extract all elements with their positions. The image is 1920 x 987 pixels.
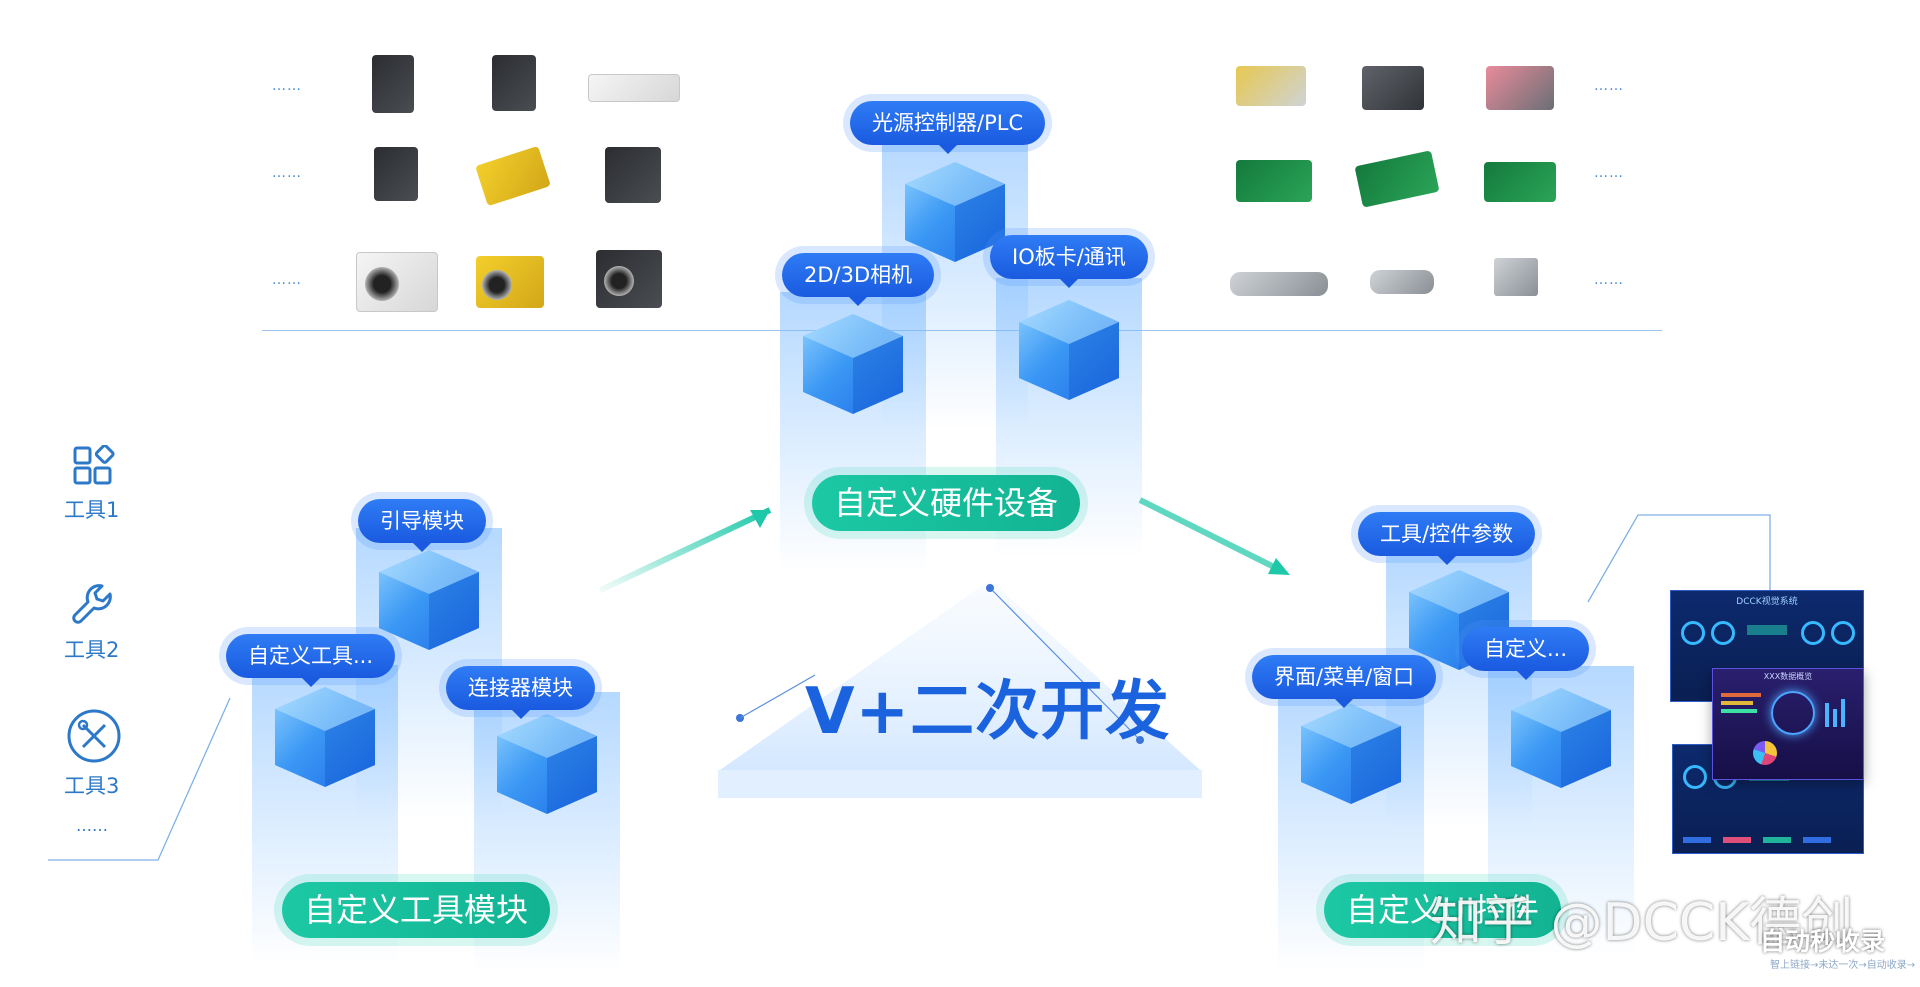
hardware-group-label: 自定义硬件设备 [812, 475, 1081, 531]
io-module-device [1236, 66, 1306, 106]
hardware-left-label: 2D/3D相机 [782, 253, 935, 306]
industrial-camera-device [596, 250, 662, 308]
tool-1-label[interactable]: 工具1 [64, 498, 120, 522]
dashboard-title: DCCK视觉系统 [1736, 597, 1798, 607]
zhihu-watermark: 知乎 @DCCK德创 [1430, 893, 1854, 953]
brand-slogan: 智上链接→未达一次→自动收录→ [1770, 960, 1916, 971]
ui-group-label: 自定义UI控件 [1324, 882, 1561, 938]
light-controller-device [588, 74, 680, 102]
camera-device [372, 55, 414, 113]
triangle-edge-line [989, 587, 1141, 741]
platform-triangle [720, 580, 1200, 770]
arrow-to-ui [1138, 497, 1290, 575]
tools-left-label: 自定义工具... [226, 634, 396, 687]
industrial-camera-device [476, 256, 544, 308]
hardware-right-label: IO板卡/通讯 [990, 235, 1148, 288]
more-dots: …… [272, 165, 302, 181]
io-card-device [1484, 162, 1556, 202]
io-card-device [1236, 160, 1312, 202]
serial-port-device [1230, 272, 1328, 296]
plc-device [1486, 66, 1554, 110]
brand-watermark: 自动秒收录 [1760, 927, 1886, 956]
more-dots: …… [1594, 165, 1624, 181]
dashboard-connector-line [1587, 514, 1771, 603]
grid-apps-icon[interactable] [72, 445, 118, 487]
platform-base [718, 770, 1202, 798]
arrow-to-hardware [600, 507, 772, 594]
dashboard-title: XXX数据概览 [1763, 672, 1813, 681]
plc-device [1362, 66, 1424, 110]
hardware-top-label: 光源控制器/PLC [850, 101, 1046, 154]
serial-port-device [1370, 270, 1434, 294]
tools-right-label: 连接器模块 [446, 666, 595, 719]
ui-top-label: 工具/控件参数 [1358, 512, 1536, 565]
more-dots: …… [1594, 78, 1624, 94]
camera-device [492, 55, 536, 111]
more-dots: …… [272, 272, 302, 288]
barcode-scanner-device [475, 145, 551, 207]
dashboard-screen-2: XXX数据概览 [1712, 668, 1864, 780]
tools-group-label: 自定义工具模块 [282, 882, 551, 938]
tools-cube-right [474, 692, 620, 972]
more-dots: …… [272, 78, 302, 94]
industrial-camera-device [356, 252, 438, 312]
ui-left-label: 界面/菜单/窗口 [1252, 655, 1437, 708]
tool-3-label[interactable]: 工具3 [64, 774, 120, 798]
wrench-icon[interactable] [70, 580, 120, 630]
tool-2-label[interactable]: 工具2 [64, 638, 120, 662]
tools-icon[interactable] [66, 708, 122, 764]
hardware-cube-left [780, 292, 926, 572]
center-title: V+二次开发 [805, 675, 1171, 749]
tools-more: …… [76, 816, 108, 835]
triangle-edge-line [739, 674, 816, 719]
node-dot [1136, 736, 1144, 744]
center-diagram [600, 497, 1290, 798]
tools-connector-line [48, 697, 231, 861]
ui-right-label: 自定义... [1462, 627, 1590, 680]
more-dots: …… [1594, 272, 1624, 288]
camera-device [605, 147, 661, 203]
tools-top-label: 引导模块 [358, 499, 486, 552]
camera-device [374, 147, 418, 201]
node-dot [986, 584, 994, 592]
ethernet-port-device [1494, 258, 1538, 296]
io-card-device [1354, 150, 1440, 208]
